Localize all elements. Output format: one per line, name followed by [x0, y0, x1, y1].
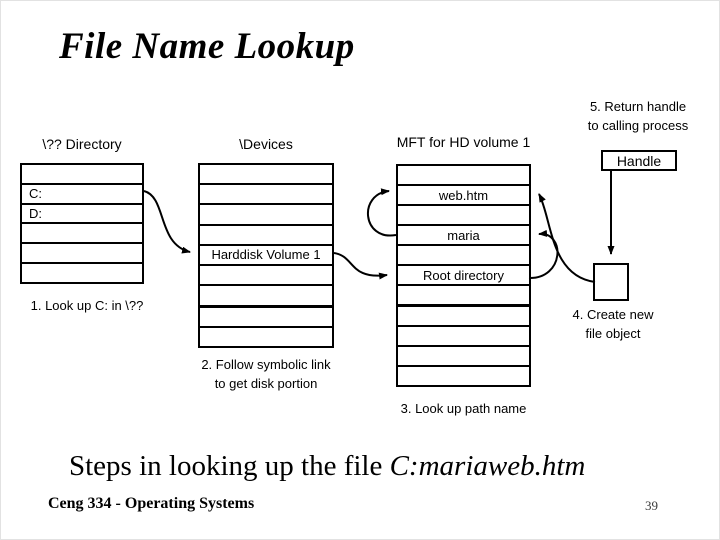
arrow-fileobject-to-webhtm: [538, 193, 596, 283]
table-row: C:: [22, 185, 142, 205]
table-row: [398, 327, 529, 347]
table-row: [200, 266, 332, 287]
table-row: [398, 206, 529, 226]
mft-table: web.htm maria Root directory: [396, 164, 531, 387]
caption: Steps in looking up the file C:mariaweb.…: [69, 450, 585, 483]
footer-course-label: Ceng 334 - Operating Systems: [48, 495, 255, 512]
table-row: [22, 244, 142, 265]
table-row: [398, 367, 529, 385]
table-row: Harddisk Volume 1: [200, 246, 332, 267]
devices-table: Harddisk Volume 1: [198, 163, 334, 348]
caption-text: Steps in looking up the file: [69, 450, 390, 482]
table-row: [398, 286, 529, 307]
step-4-line1: 4. Create new: [572, 307, 654, 322]
step-2-line1: 2. Follow symbolic link: [201, 357, 331, 372]
table-row: [200, 286, 332, 308]
arrow-rootdir-to-maria: [528, 229, 559, 280]
table-row: maria: [398, 226, 529, 246]
file-object-box: [593, 263, 629, 301]
table-row: [398, 347, 529, 367]
page-number: 39: [645, 498, 658, 513]
table-row: [398, 166, 529, 186]
step-5-line2: to calling process: [587, 118, 689, 133]
slide-title: File Name Lookup: [59, 26, 355, 67]
arrow-harddisk-to-rootdir: [333, 252, 388, 280]
devices-label: \Devices: [239, 136, 293, 152]
caption-filename: C:mariaweb.htm: [389, 450, 586, 482]
step-4-label: 4. Create new file object: [561, 305, 665, 343]
table-row: [22, 165, 142, 185]
qq-directory-table: C: D:: [20, 163, 144, 284]
table-row: [22, 224, 142, 245]
handle-box-label: Handle: [616, 152, 662, 169]
table-row: [200, 328, 332, 346]
step-5-line1: 5. Return handle: [589, 99, 687, 114]
table-row: web.htm: [398, 186, 529, 206]
handle-box: Handle: [601, 150, 677, 171]
table-row: [200, 205, 332, 226]
table-row: D:: [22, 205, 142, 225]
step-3-label: 3. Look up path name: [400, 401, 527, 416]
table-row: [200, 165, 332, 186]
table-row: [200, 185, 332, 206]
step-2-label: 2. Follow symbolic link to get disk port…: [183, 355, 349, 393]
table-row: [398, 246, 529, 266]
mft-label: MFT for HD volume 1: [396, 134, 531, 150]
step-4-line2: file object: [585, 326, 641, 341]
arrow-maria-to-webhtm: [366, 188, 397, 237]
table-row: [200, 308, 332, 328]
step-5-label: 5. Return handle to calling process: [568, 97, 708, 135]
table-row: [200, 226, 332, 246]
table-row: [22, 264, 142, 282]
step-1-label: 1. Look up C: in \??: [30, 298, 144, 313]
table-row: [398, 307, 529, 327]
step-2-line2: to get disk portion: [214, 376, 318, 391]
arrow-c-to-harddisk: [143, 190, 191, 254]
qq-directory-label: \?? Directory: [42, 136, 122, 152]
table-row: Root directory: [398, 266, 529, 286]
